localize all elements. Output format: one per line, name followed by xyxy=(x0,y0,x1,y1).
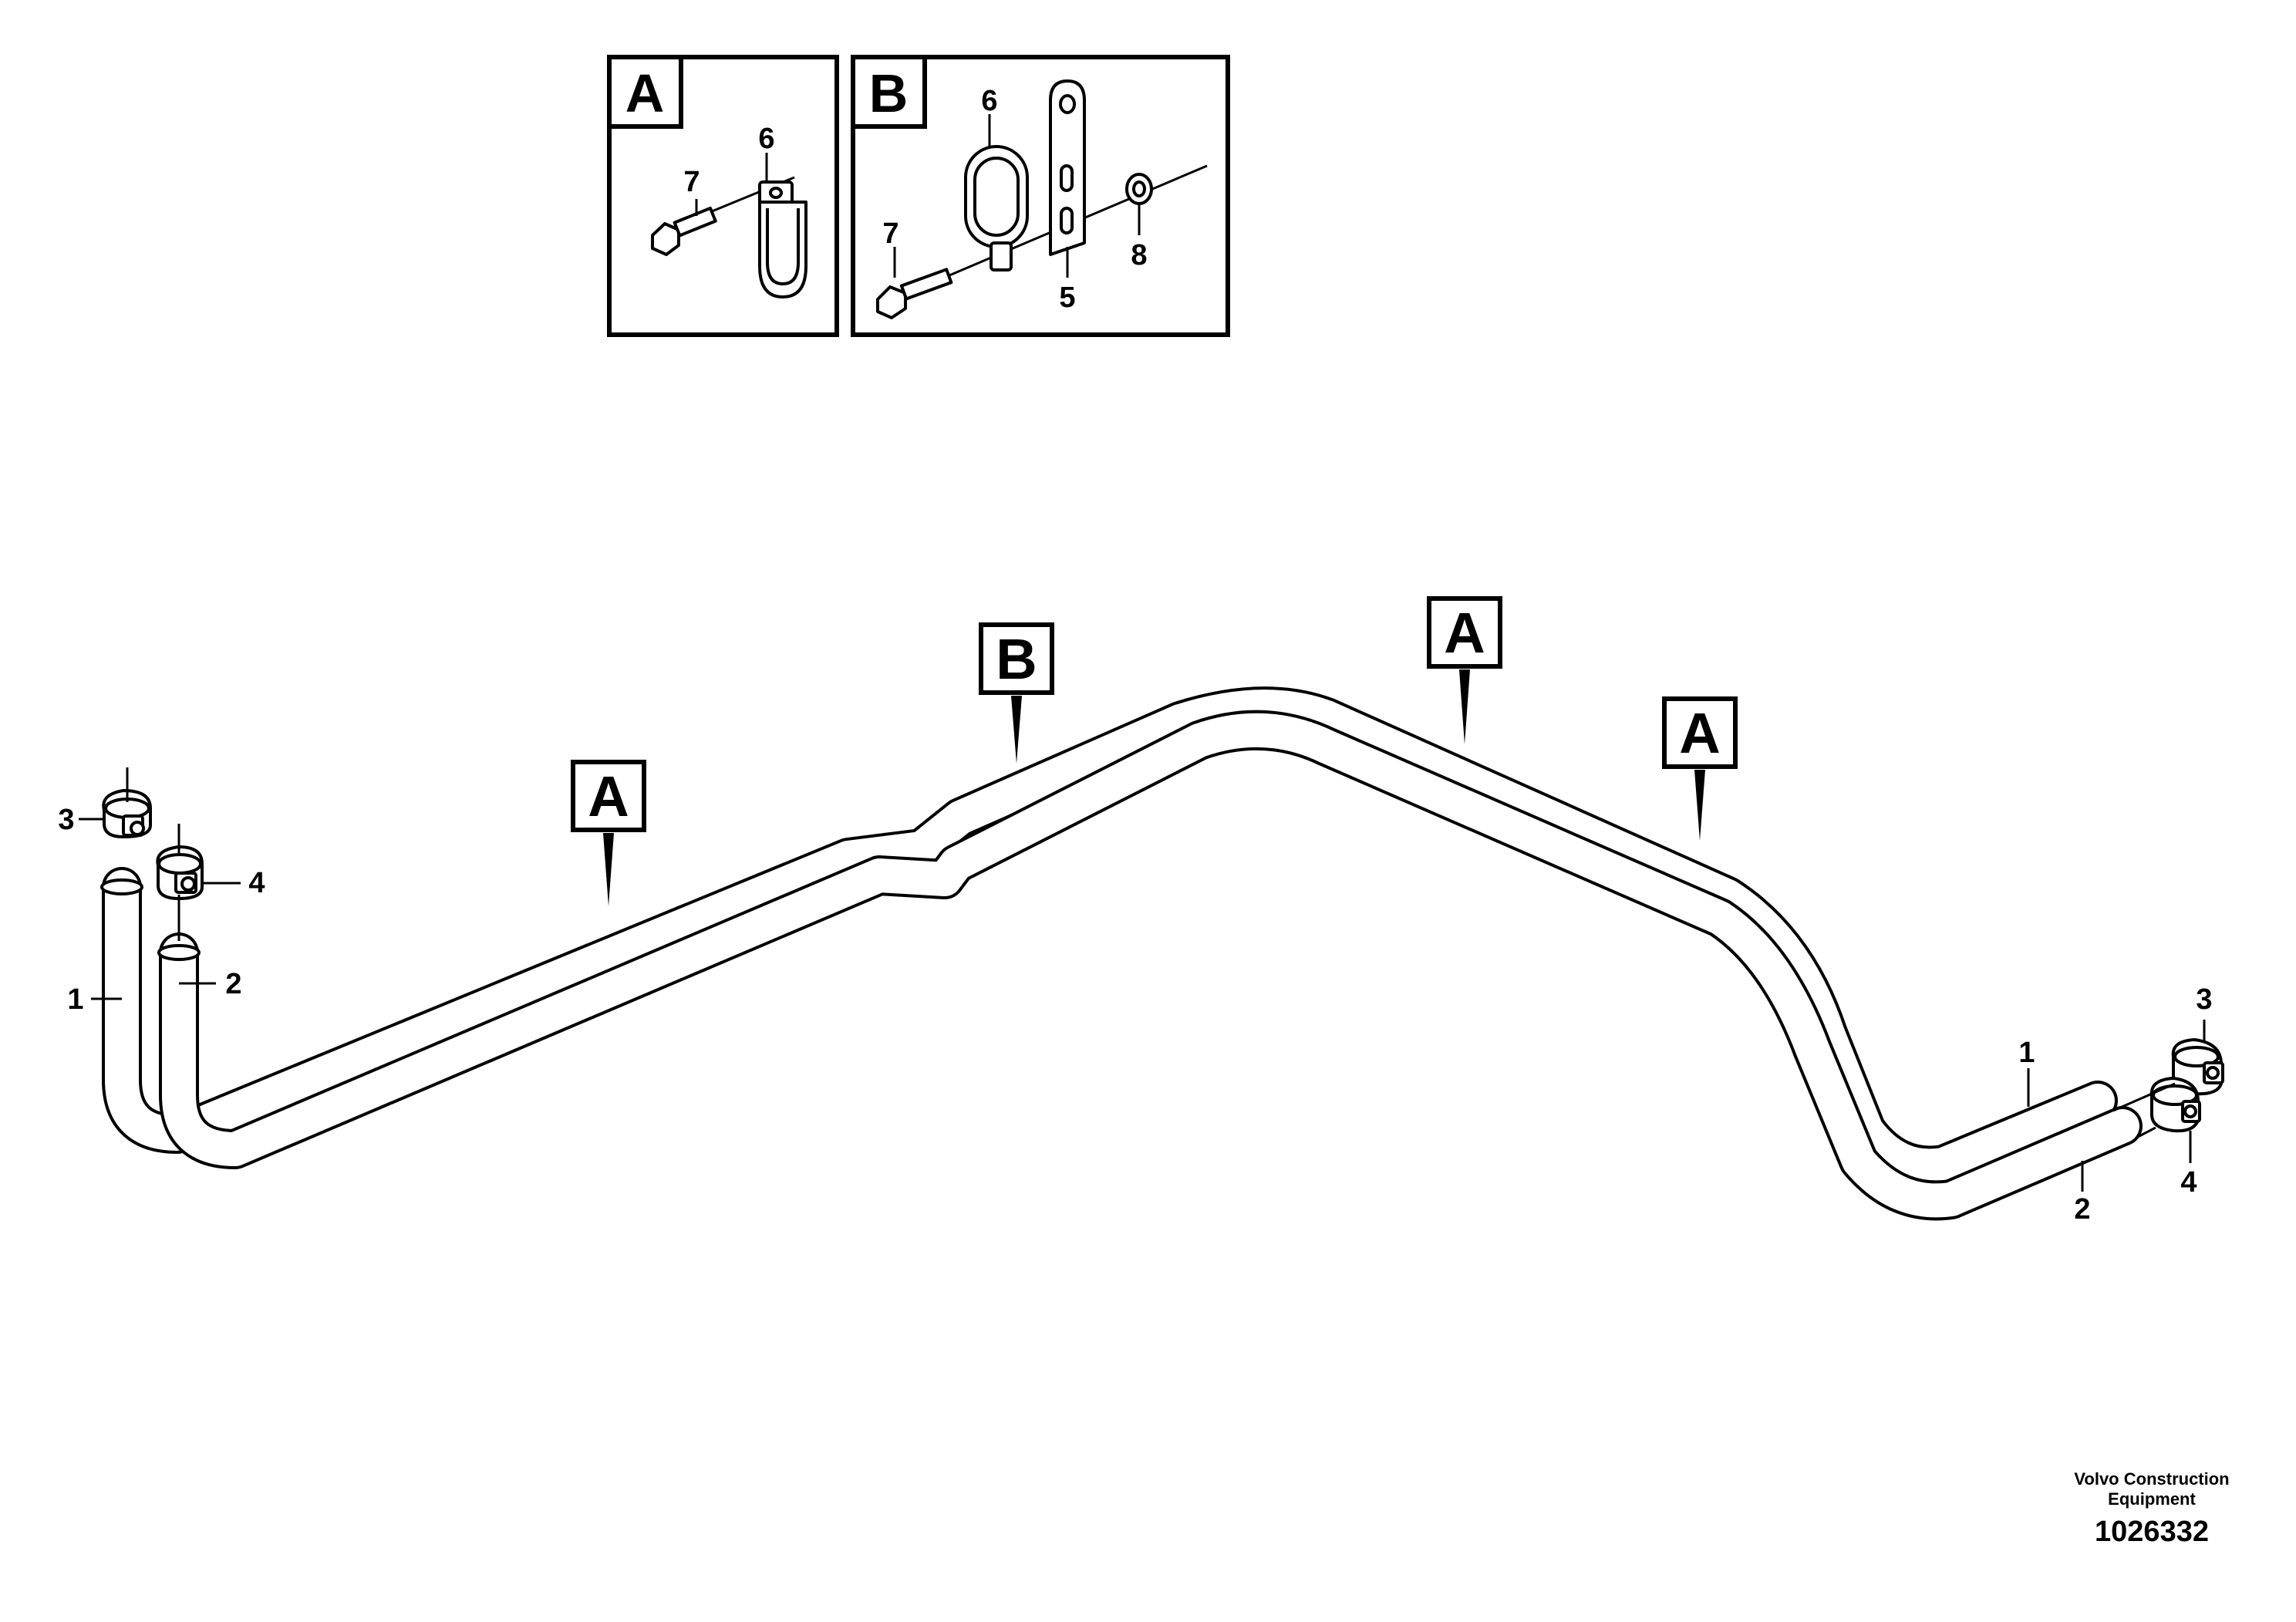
inset-b-callout-8: 8 xyxy=(1131,239,1147,271)
callout-3-right: 3 xyxy=(2196,983,2212,1016)
callout-4-left: 4 xyxy=(248,867,265,899)
drawing-number: 1026332 xyxy=(2095,1516,2209,1548)
pipe-2 xyxy=(157,710,2143,1221)
clamp-3-left xyxy=(102,789,152,838)
inset-b-letter: B xyxy=(869,63,909,123)
callout-1-right: 1 xyxy=(2018,1037,2035,1069)
inset-a-letter: A xyxy=(625,63,665,123)
marker-a-1: A xyxy=(571,760,646,906)
marker-b: B xyxy=(979,622,1054,764)
marker-a-2: A xyxy=(1427,596,1502,744)
svg-text:A: A xyxy=(1444,601,1485,665)
bracket-plate-icon xyxy=(1049,79,1086,256)
callout-3-left: 3 xyxy=(58,804,74,836)
bolt-icon xyxy=(651,206,717,256)
inset-b-callout-5: 5 xyxy=(1059,282,1075,314)
callout-2-right: 2 xyxy=(2074,1193,2090,1226)
pipe-1 xyxy=(100,686,2118,1186)
inset-b: B 6 7 5 8 xyxy=(851,55,1230,337)
clamp-4-left xyxy=(156,845,204,900)
clamp-4-right xyxy=(2149,1077,2201,1133)
callout-1-left: 1 xyxy=(67,983,83,1016)
oval-clip-icon xyxy=(964,145,1029,271)
leader-lines xyxy=(79,767,2206,1192)
inset-b-callout-6: 6 xyxy=(981,85,997,117)
company-name: Volvo Construction Equipment xyxy=(2074,1469,2230,1509)
marker-a-3: A xyxy=(1662,696,1738,841)
bolt-icon xyxy=(876,268,953,319)
inset-a: A 7 6 xyxy=(607,55,839,337)
callout-2-left: 2 xyxy=(225,968,241,1000)
washer-icon xyxy=(1125,173,1153,205)
inset-a-callout-6: 6 xyxy=(758,123,774,155)
clamp-clip-icon xyxy=(758,180,807,298)
inset-a-callout-7: 7 xyxy=(683,166,700,198)
inset-b-callout-7: 7 xyxy=(882,218,899,250)
svg-text:B: B xyxy=(996,627,1037,691)
svg-text:A: A xyxy=(1679,701,1720,765)
svg-text:A: A xyxy=(588,764,629,828)
callout-4-right: 4 xyxy=(2180,1166,2197,1199)
